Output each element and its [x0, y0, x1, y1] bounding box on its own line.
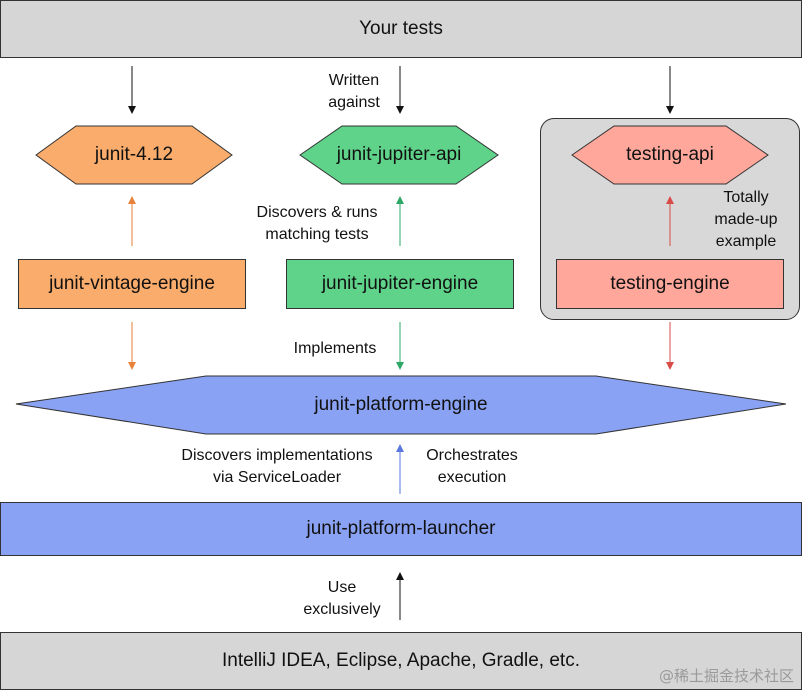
platform-launcher-label: junit-platform-launcher — [306, 518, 496, 539]
platform-launcher-bar: junit-platform-launcher — [0, 502, 802, 556]
discovers-impl-label: Discovers implementations via ServiceLoa… — [164, 445, 390, 489]
tools-bar: IntelliJ IDEA, Eclipse, Apache, Gradle, … — [0, 632, 802, 690]
jupiter-api-hexagon — [299, 125, 499, 185]
made-up-line3: example — [715, 233, 777, 250]
discovers-impl-line2: via ServiceLoader — [212, 469, 342, 486]
discovers-runs-line2: matching tests — [265, 226, 369, 243]
orchestrates-line1: Orchestrates — [426, 447, 518, 464]
written-against-label: Written against — [306, 70, 402, 114]
vintage-engine-box: junit-vintage-engine — [18, 259, 246, 309]
testing-api-label: testing-api — [626, 144, 714, 165]
your-tests-label: Your tests — [359, 18, 443, 39]
orchestrates-line2: execution — [437, 469, 507, 486]
junit4-label: junit-4.12 — [94, 144, 174, 165]
made-up-line2: made-up — [714, 211, 778, 228]
made-up-line1: Totally — [723, 189, 769, 206]
written-against-line2: against — [328, 94, 380, 111]
use-line1: Use — [327, 579, 357, 596]
discovers-runs-label: Discovers & runs matching tests — [246, 202, 388, 246]
tools-label: IntelliJ IDEA, Eclipse, Apache, Gradle, … — [221, 650, 580, 671]
discovers-impl-line1: Discovers implementations — [181, 447, 373, 464]
testing-engine-label: testing-engine — [610, 273, 730, 294]
use-line2: exclusively — [303, 601, 381, 618]
implements-label: Implements — [293, 340, 377, 357]
platform-engine-hexagon — [15, 375, 787, 435]
testing-api-hexagon — [571, 125, 769, 185]
testing-engine-box: testing-engine — [556, 259, 784, 309]
discovers-runs-line1: Discovers & runs — [256, 204, 378, 221]
vintage-engine-label: junit-vintage-engine — [49, 273, 215, 294]
platform-engine-label: junit-platform-engine — [314, 394, 488, 415]
orchestrates-label: Orchestrates execution — [414, 445, 530, 489]
jupiter-engine-box: junit-jupiter-engine — [286, 259, 514, 309]
watermark: @稀土掘金技术社区 — [658, 667, 794, 685]
jupiter-engine-label: junit-jupiter-engine — [321, 273, 479, 294]
written-against-line1: Written — [328, 72, 380, 89]
your-tests-bar: Your tests — [0, 0, 802, 58]
jupiter-api-label: junit-jupiter-api — [336, 144, 462, 165]
use-exclusively-label: Use exclusively — [294, 577, 390, 621]
junit4-hexagon — [35, 125, 233, 185]
made-up-example-label: Totally made-up example — [700, 187, 792, 253]
